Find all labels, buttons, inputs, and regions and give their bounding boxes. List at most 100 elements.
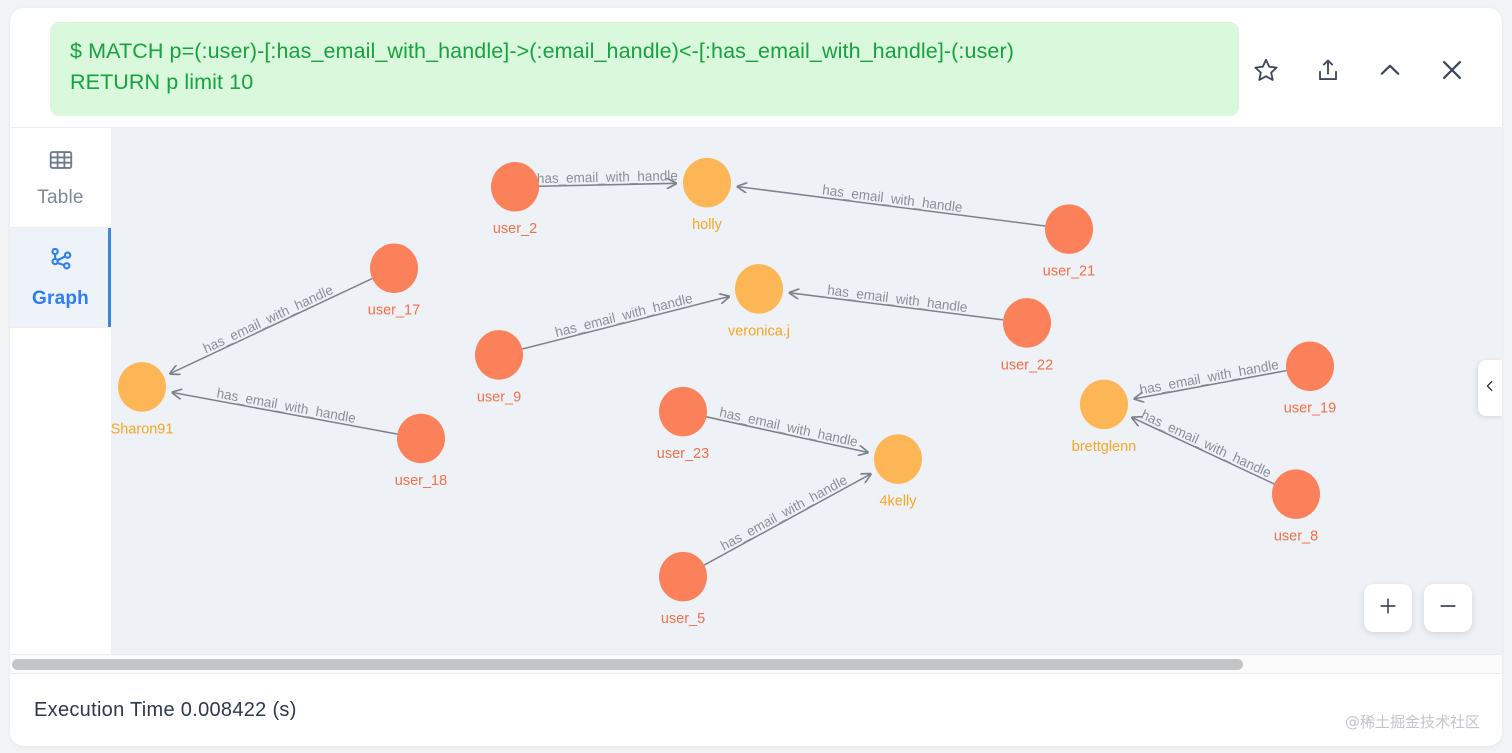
node-circle[interactable] [118,362,166,412]
node-label: user_2 [493,221,537,237]
node-circle[interactable] [874,434,922,484]
node-label: user_17 [368,302,420,318]
edge-label: has_email_with_handle [1139,407,1274,481]
node-circle[interactable] [1080,379,1128,430]
query-line-2: RETURN p limit 10 [70,70,254,94]
graph-edge[interactable] [522,297,729,350]
node-label: holly [692,217,722,233]
header-actions [1250,54,1468,86]
graph-icon [46,245,76,280]
zoom-in-button[interactable] [1364,584,1412,632]
edge-label: has_email_with_handle [216,385,358,426]
node-label: user_9 [477,389,521,405]
node-circle[interactable] [475,330,523,380]
close-icon [1438,56,1466,84]
graph-node[interactable]: holly [683,157,731,233]
node-circle[interactable] [491,162,539,212]
node-label: user_22 [1001,357,1053,373]
horizontal-scrollbar[interactable] [10,654,1502,674]
node-label: veronica.j [728,323,790,339]
node-label: user_19 [1284,400,1336,416]
node-circle[interactable] [1272,469,1320,519]
graph-edge[interactable] [1135,369,1287,399]
query-header: $ MATCH p=(:user)-[:has_email_with_handl… [10,8,1502,128]
node-circle[interactable] [397,413,445,464]
edge-label: has_email_with_handle [201,282,336,356]
edge-label: has_email_with_handle [1138,357,1280,398]
graph-edge[interactable] [738,187,1046,227]
graph-edge[interactable] [706,416,867,453]
graph-node[interactable]: user_21 [1043,204,1095,280]
graph-node[interactable]: user_17 [368,243,420,319]
graph-node[interactable]: user_9 [475,330,523,405]
graph-edge[interactable] [790,293,1004,321]
edge-label: has_email_with_handle [537,168,679,186]
query-text-box[interactable]: $ MATCH p=(:user)-[:has_email_with_handl… [50,22,1239,116]
graph-node[interactable]: user_8 [1272,469,1320,545]
node-circle[interactable] [1045,204,1093,254]
node-circle[interactable] [659,386,707,437]
side-panel-toggle[interactable] [1478,360,1502,416]
tab-graph-label: Graph [32,288,89,309]
tab-graph[interactable]: Graph [10,228,111,328]
export-button[interactable] [1312,54,1344,86]
graph-node[interactable]: user_19 [1284,341,1336,417]
node-circle[interactable] [659,551,707,602]
graph-node[interactable]: veronica.j [728,264,790,339]
table-icon [47,146,75,179]
node-label: user_18 [395,473,447,489]
nodes-layer: user_2 holly user_21 user_17 veronica.j user_… [111,157,1336,627]
collapse-button[interactable] [1374,54,1406,86]
graph-node[interactable]: brettglenn [1072,379,1136,455]
edge-label: has_email_with_handle [554,290,695,340]
graph-node[interactable]: user_22 [1001,298,1053,373]
query-line-1: $ MATCH p=(:user)-[:has_email_with_handl… [70,39,1014,63]
tab-table[interactable]: Table [10,128,111,228]
node-circle[interactable] [1003,298,1051,348]
graph-edge[interactable] [538,183,676,186]
node-circle[interactable] [683,157,731,208]
node-circle[interactable] [1286,341,1334,391]
node-label: user_5 [661,611,705,627]
edges-layer: has_email_with_handle has_email_with_hand… [170,168,1287,566]
plus-icon [1377,595,1399,622]
graph-node[interactable]: user_23 [657,386,709,462]
edge-label: has_email_with_handle [718,404,859,449]
favorite-button[interactable] [1250,54,1282,86]
graph-canvas[interactable]: has_email_with_handle has_email_with_hand… [111,128,1502,654]
zoom-out-button[interactable] [1424,584,1472,632]
node-label: user_21 [1043,263,1095,279]
view-tab-rail: Table Graph [10,128,111,654]
tab-table-label: Table [37,187,84,208]
node-circle[interactable] [735,264,783,314]
node-label: user_8 [1274,528,1318,544]
result-body: Table Graph [10,128,1502,654]
watermark: @稀土掘金技术社区 [1344,713,1480,731]
chevron-left-icon [1483,379,1497,398]
graph-node[interactable]: 4kelly [874,434,922,510]
footer-bar: Execution Time 0.008422 (s) @稀土掘金技术社区 [10,674,1502,746]
scrollbar-thumb[interactable] [12,658,1243,670]
edge-label: has_email_with_handle [827,282,969,315]
graph-edge[interactable] [703,474,870,566]
graph-node[interactable]: user_18 [395,413,447,489]
close-button[interactable] [1436,54,1468,86]
edge-label: has_email_with_handle [718,472,850,554]
node-label: Sharon91 [111,421,173,437]
chevron-up-icon [1376,56,1404,84]
node-circle[interactable] [370,243,418,294]
graph-node[interactable]: Sharon91 [111,362,173,437]
graph-node[interactable]: user_2 [491,162,539,237]
edge-label: has_email_with_handle [822,182,964,215]
graph-edge[interactable] [173,393,398,435]
minus-icon [1437,595,1459,622]
query-result-card: $ MATCH p=(:user)-[:has_email_with_handl… [10,8,1502,746]
graph-edge[interactable] [170,277,373,374]
graph-node[interactable]: user_5 [659,551,707,627]
node-label: user_23 [657,446,709,462]
graph-edge[interactable] [1132,418,1275,485]
rail-filler [10,328,111,654]
zoom-controls [1364,584,1472,632]
graph-svg: has_email_with_handle has_email_with_hand… [111,157,1336,627]
share-upload-icon [1315,57,1341,83]
